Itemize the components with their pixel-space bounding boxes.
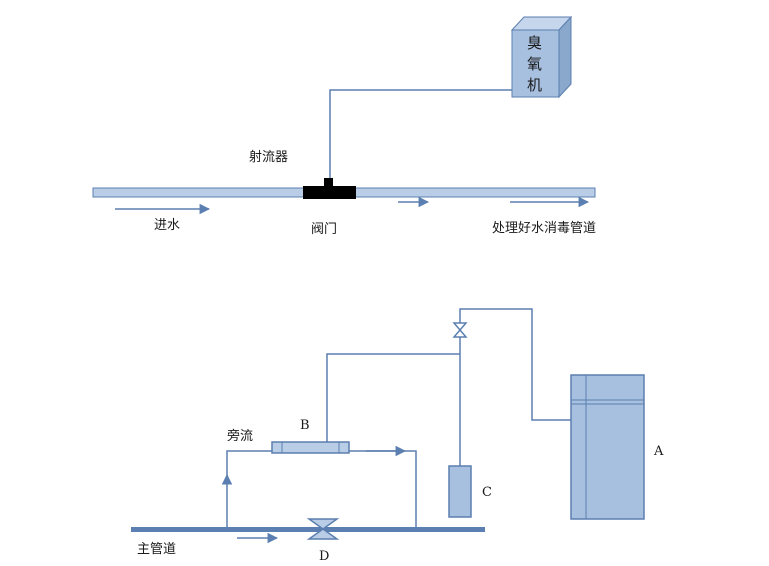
ejector — [303, 186, 356, 199]
ejector-label: 射流器 — [249, 149, 288, 165]
small-valve — [452, 322, 468, 338]
main-pipe-label: 主管道 — [137, 542, 176, 557]
unit-b — [271, 441, 350, 454]
label-d: D — [319, 549, 329, 564]
unit-a-outlet-line — [459, 308, 571, 421]
valve-d-right — [306, 528, 340, 540]
bypass-label: 旁流 — [227, 428, 253, 444]
main-pipe — [131, 527, 485, 532]
ozone-machine: 臭 氧 机 — [510, 15, 573, 99]
unit-b-body — [271, 441, 350, 454]
unit-a — [570, 374, 645, 520]
ozone-machine-label-1: 臭 — [527, 34, 542, 52]
bypass-line — [226, 450, 272, 478]
ozone-machine-label-3: 机 — [527, 76, 542, 94]
bypass-return-line — [349, 450, 417, 528]
ejector-nozzle — [324, 178, 333, 187]
bottom-diagram: A B C D 旁流 主管道 — [131, 308, 664, 564]
small-valve-top — [452, 322, 468, 332]
label-c: C — [482, 485, 492, 500]
ozone-gas-line — [329, 89, 512, 179]
label-b: B — [300, 418, 310, 433]
outlet-label: 处理好水消毒管道 — [492, 221, 596, 236]
valve-label: 阀门 — [311, 222, 337, 237]
unit-a-body — [570, 374, 645, 520]
ozone-machine-label-2: 氧 — [527, 55, 542, 73]
unit-c — [448, 465, 472, 518]
top-diagram: 臭 氧 机 射流器 进水 阀门 处理好水消毒管道 — [92, 15, 596, 237]
valve-d — [306, 518, 340, 540]
ozone-machine-side — [558, 15, 572, 99]
ozone-machine-front — [511, 29, 560, 98]
inlet-label: 进水 — [154, 218, 180, 233]
small-valve-bottom — [452, 328, 468, 338]
line-junction-to-b — [326, 353, 460, 442]
label-a: A — [653, 444, 664, 459]
valve-d-left — [306, 518, 340, 530]
